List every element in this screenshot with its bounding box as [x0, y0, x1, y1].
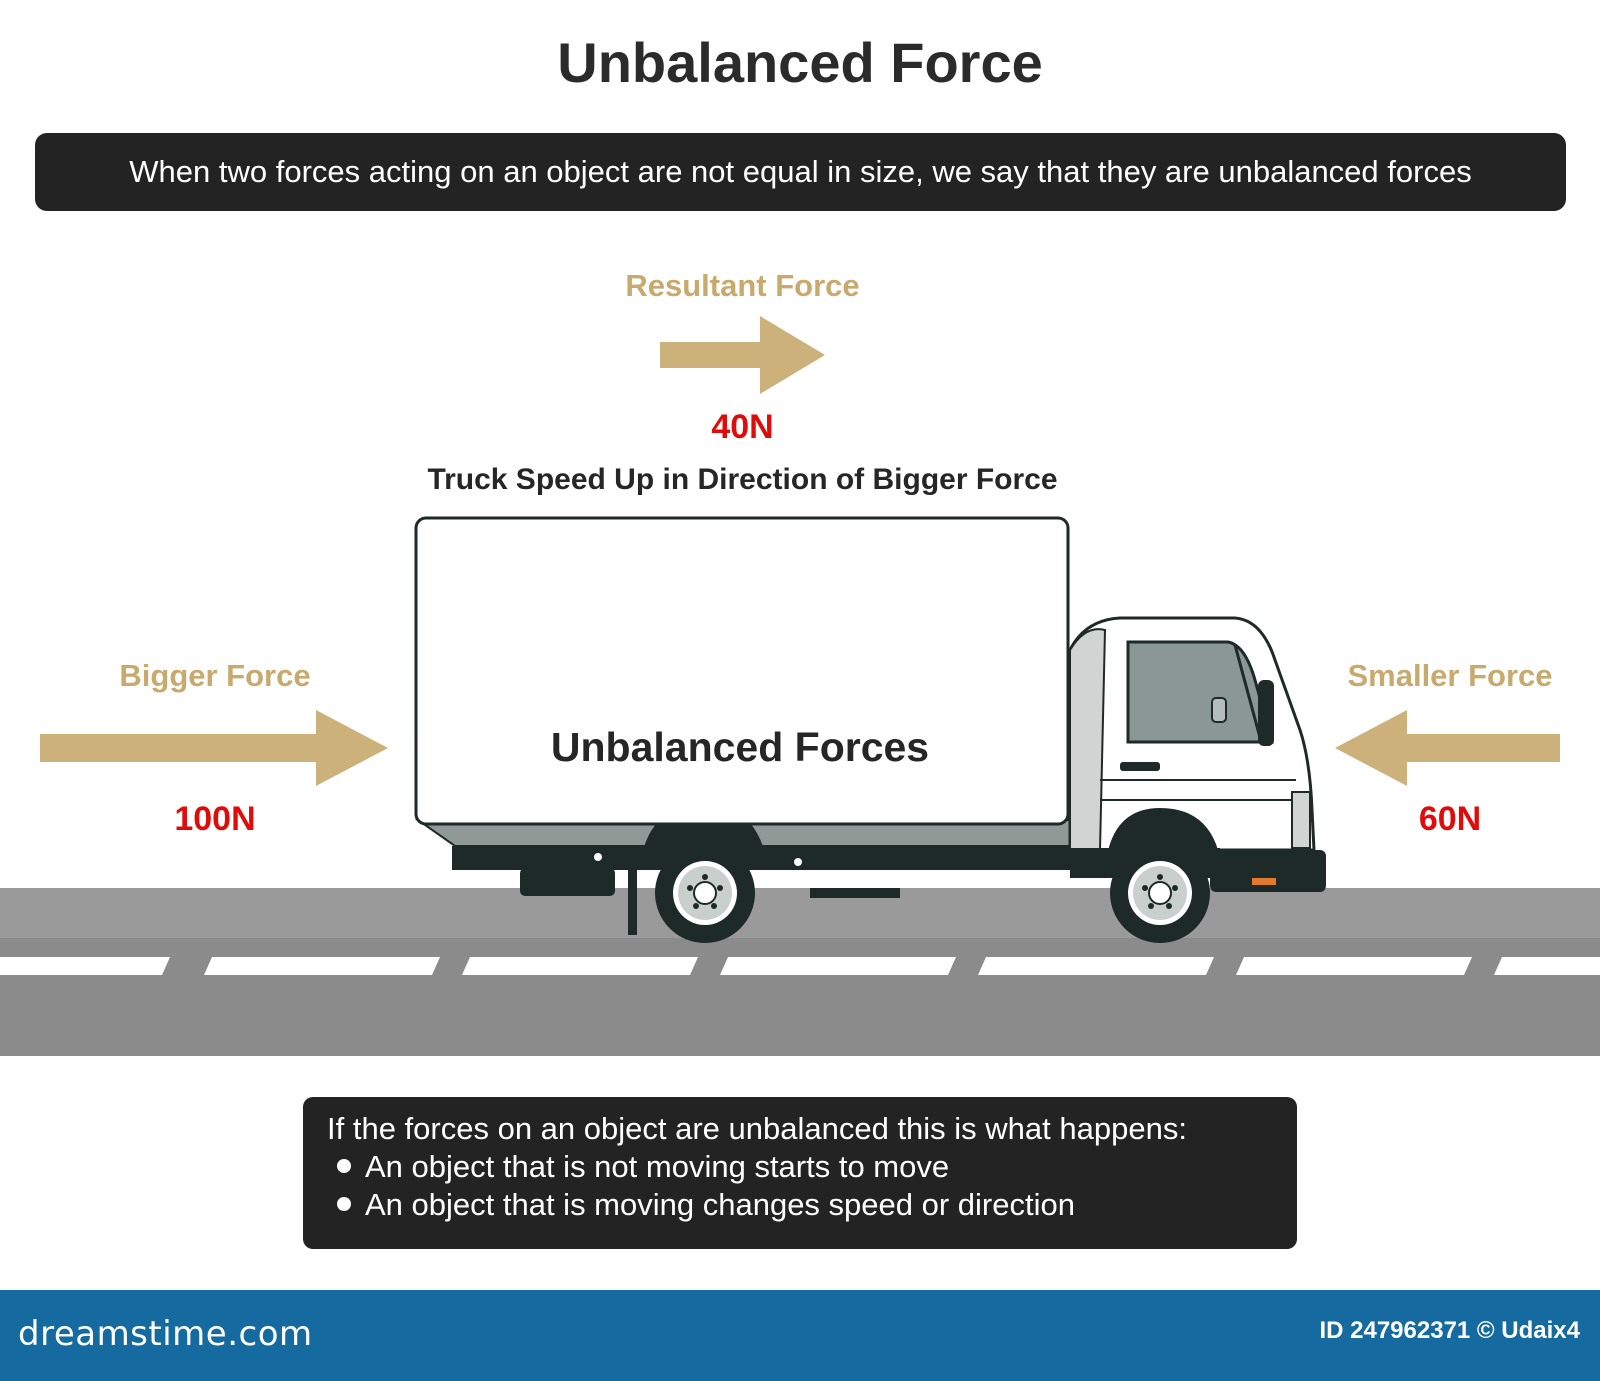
summary-box: If the forces on an object are unbalance…	[303, 1097, 1297, 1249]
cargo-box	[414, 516, 1070, 826]
summary-bullet: An object that is not moving starts to m…	[337, 1149, 949, 1185]
bigger-force-label: Bigger Force	[119, 658, 311, 693]
truck-caption: Truck Speed Up in Direction of Bigger Fo…	[427, 463, 1058, 496]
footer-logo[interactable]: dreamstime.com	[18, 1314, 313, 1354]
cargo-box-label: Unbalanced Forces	[550, 724, 930, 770]
bullet-dot-icon	[337, 1158, 351, 1173]
road	[0, 888, 1600, 1056]
rear-wheel	[655, 843, 755, 943]
lane-markings	[0, 957, 1600, 975]
summary-bullet-text: An object that is not moving starts to m…	[365, 1149, 950, 1184]
front-wheel	[1110, 843, 1210, 943]
page-title: Unbalanced Force	[557, 31, 1043, 94]
smaller-force-value: 60N	[1418, 800, 1482, 838]
smaller-force-label: Smaller Force	[1347, 658, 1553, 693]
summary-bullet: An object that is moving changes speed o…	[337, 1187, 1075, 1223]
summary-bullet-text: An object that is moving changes speed o…	[365, 1187, 1075, 1222]
resultant-force-value: 40N	[711, 408, 774, 446]
bigger-force-value: 100N	[174, 800, 256, 838]
resultant-arrow	[660, 316, 825, 394]
smaller-force-arrow	[1335, 710, 1560, 786]
definition-banner: When two forces acting on an object are …	[35, 133, 1566, 211]
summary-intro: If the forces on an object are unbalance…	[327, 1111, 1187, 1146]
definition-text: When two forces acting on an object are …	[129, 154, 1472, 189]
truck	[414, 516, 1326, 943]
bullet-dot-icon	[337, 1196, 351, 1211]
footer-image-id: ID 247962371 © Udaix4	[1319, 1317, 1580, 1344]
footer-bar: dreamstime.com ID 247962371 © Udaix4	[0, 1290, 1600, 1381]
resultant-force-label: Resultant Force	[625, 268, 860, 303]
bigger-force-arrow	[40, 710, 388, 786]
